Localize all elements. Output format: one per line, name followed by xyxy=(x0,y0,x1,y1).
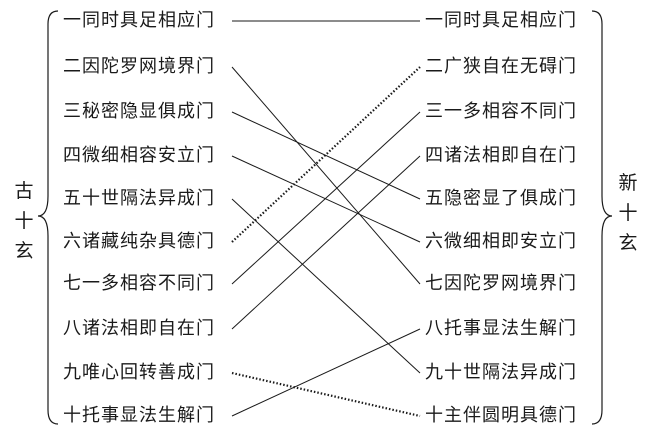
old-gate-item: 六诸藏纯杂具德门 xyxy=(63,231,215,252)
new-ten-mysteries-label: 新 十 玄 xyxy=(617,172,639,262)
left-brace xyxy=(37,10,59,425)
old-ten-mysteries-label: 古 十 玄 xyxy=(13,180,35,270)
old-gate-item: 二因陀罗网境界门 xyxy=(63,56,215,77)
new-label-char: 玄 xyxy=(618,232,638,254)
old-gate-item: 七一多相容不同门 xyxy=(63,273,215,294)
old-gate-item: 一同时具足相应门 xyxy=(63,10,215,31)
dotted-connector-line xyxy=(231,371,421,418)
new-gate-item: 六微细相即安立门 xyxy=(425,231,577,252)
connector-line xyxy=(231,198,421,374)
connector-line xyxy=(231,66,421,285)
connector-line xyxy=(231,111,421,285)
new-label-char: 新 xyxy=(618,172,638,194)
old-label-char: 玄 xyxy=(14,240,34,262)
new-gate-item: 七因陀罗网境界门 xyxy=(425,273,577,294)
old-gate-item: 十托事显法生解门 xyxy=(63,405,215,426)
old-label-char: 古 xyxy=(14,180,34,202)
connector-line xyxy=(231,328,421,417)
connector-line xyxy=(231,155,421,330)
new-gate-item: 十主伴圆明具德门 xyxy=(425,405,577,426)
new-gate-item: 五隐密显了俱成门 xyxy=(425,188,577,209)
new-gate-item: 八托事显法生解门 xyxy=(425,318,577,339)
new-gate-item: 一同时具足相应门 xyxy=(425,10,577,31)
old-gate-item: 八诸法相即自在门 xyxy=(63,318,215,339)
old-label-char: 十 xyxy=(14,210,34,232)
old-gate-item: 四微细相容安立门 xyxy=(63,145,215,166)
dotted-connector-line xyxy=(231,66,421,243)
new-gate-item: 九十世隔法异成门 xyxy=(425,362,577,383)
connector-line xyxy=(231,111,421,200)
old-gate-item: 三秘密隐显俱成门 xyxy=(63,101,215,122)
right-brace xyxy=(591,10,613,425)
connector-line xyxy=(231,155,421,243)
new-gate-item: 二广狭自在无碍门 xyxy=(425,56,577,77)
new-gate-item: 三一多相容不同门 xyxy=(425,101,577,122)
new-label-char: 十 xyxy=(618,202,638,224)
old-gate-item: 五十世隔法异成门 xyxy=(63,188,215,209)
old-gate-item: 九唯心回转善成门 xyxy=(63,362,215,383)
new-gate-item: 四诸法相即自在门 xyxy=(425,145,577,166)
